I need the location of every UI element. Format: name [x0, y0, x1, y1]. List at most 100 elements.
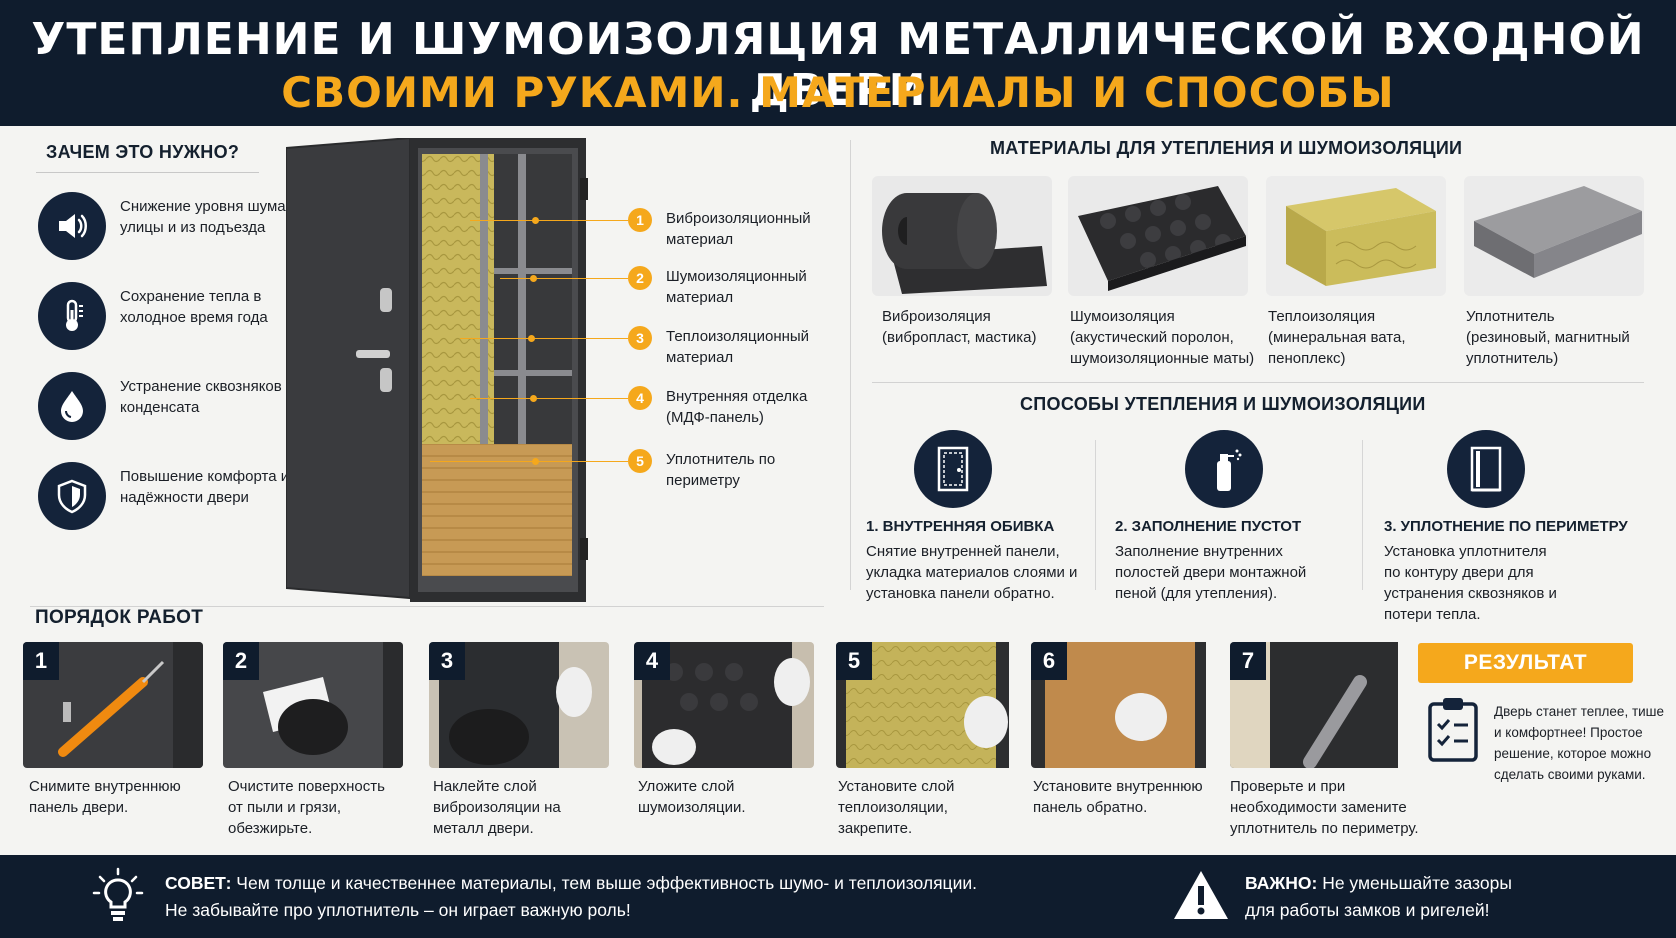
page-subtitle: СВОИМИ РУКАМИ. МАТЕРИАЛЫ И СПОСОБЫ [281, 68, 1395, 117]
step-text-7: Проверьте и при необходимости замените у… [1230, 778, 1419, 837]
warning-text: ВАЖНО: Не уменьшайте зазоры для работы з… [1245, 870, 1512, 924]
result-badge: РЕЗУЛЬТАТ [1418, 643, 1633, 683]
step-number: 4 [634, 642, 670, 680]
callout-line [470, 220, 628, 221]
material-image-vibro [872, 176, 1052, 296]
step-image-5: 5 [836, 642, 1016, 768]
material-image-heat [1266, 176, 1446, 296]
material-detail: (вибропласт, мастика) [882, 329, 1037, 346]
foam-can-icon [1185, 430, 1263, 508]
divider [36, 172, 259, 173]
callout-dot [530, 395, 537, 402]
divider [1362, 440, 1363, 590]
page-header: УТЕПЛЕНИЕ И ШУМОИЗОЛЯЦИЯ МЕТАЛЛИЧЕСКОЙ В… [0, 0, 1676, 126]
callout-dot [532, 458, 539, 465]
step-image-3: 3 [429, 642, 609, 768]
layer-number: 2 [628, 266, 652, 290]
callout-dot [528, 335, 535, 342]
result-text: Дверь станет теплее, тише и комфортнее! … [1494, 704, 1665, 782]
why-text: Повышение комфорта и надёжности двери [120, 468, 290, 506]
tip-line: Не забывайте про уплотнитель – он играет… [165, 900, 631, 920]
water-drop-icon [38, 372, 106, 440]
layer-number: 3 [628, 326, 652, 350]
warning-icon [1172, 869, 1230, 926]
step-text-1: Снимите внутреннюю панель двери. [29, 778, 181, 816]
step-text-5: Установите слой теплоизоляции, закрепите… [838, 778, 955, 837]
step-number: 7 [1230, 642, 1266, 680]
tip-line: Чем толще и качественнее материалы, тем … [236, 873, 977, 893]
why-text: Снижение уровня шума с улицы и из подъез… [120, 198, 298, 236]
method-text: Установка уплотнителя по контуру двери д… [1384, 543, 1557, 623]
why-item-draft: Устранение сквозняков и конденсата [38, 372, 298, 442]
warning-line: для работы замков и ригелей! [1245, 900, 1490, 920]
why-item-comfort: Повышение комфорта и надёжности двери [38, 462, 298, 532]
why-title: ЗАЧЕМ ЭТО НУЖНО? [46, 142, 240, 162]
warning-label: ВАЖНО: [1245, 873, 1318, 893]
divider [1095, 440, 1096, 590]
step-image-4: 4 [634, 642, 814, 768]
material-label-vibro: Виброизоляция(вибропласт, мастика) [882, 306, 1082, 348]
method-text: Заполнение внутренних полостей двери мон… [1115, 543, 1307, 602]
warning-line: Не уменьшайте зазоры [1322, 873, 1512, 893]
callout-line [470, 398, 628, 399]
material-name: Теплоизоляция [1268, 308, 1376, 325]
material-label-heat: Теплоизоляция (минеральная вата, пеноплек… [1268, 306, 1418, 369]
layer-text: Теплоизоляционный материал [666, 328, 810, 366]
speaker-icon [38, 192, 106, 260]
divider [872, 382, 1644, 383]
tip-text: СОВЕТ: Чем толще и качественнее материал… [165, 870, 977, 924]
step-text-4: Уложите слой шумоизоляции. [638, 778, 746, 816]
step-text-2: Очистите поверхность от пыли и грязи, об… [228, 778, 385, 837]
shield-icon [38, 462, 106, 530]
lightbulb-icon [92, 867, 144, 930]
step-number: 3 [429, 642, 465, 680]
callout-line [500, 278, 628, 279]
material-image-noise [1068, 176, 1248, 296]
thermometer-icon [38, 282, 106, 350]
step-text-6: Установите внутреннюю панель обратно. [1033, 778, 1203, 816]
step-number: 6 [1031, 642, 1067, 680]
footer: СОВЕТ: Чем толще и качественнее материал… [0, 855, 1676, 938]
method-title: 1. ВНУТРЕННЯЯ ОБИВКА [866, 518, 1055, 535]
callout-dot [530, 275, 537, 282]
material-name: Шумоизоляция [1070, 308, 1175, 325]
callout-line [430, 461, 628, 462]
material-detail: (резиновый, магнитный уплотнитель) [1466, 329, 1630, 367]
material-detail: (акустический поролон, шумоизоляционные … [1070, 329, 1255, 367]
step-number: 5 [836, 642, 872, 680]
why-text: Устранение сквозняков и конденсата [120, 378, 295, 416]
steps-title: ПОРЯДОК РАБОТ [35, 607, 204, 628]
layer-number: 1 [628, 208, 652, 232]
material-label-noise: Шумоизоляция (акустический поролон, шумои… [1070, 306, 1270, 369]
step-number: 1 [23, 642, 59, 680]
method-title: 2. ЗАПОЛНЕНИЕ ПУСТОТ [1115, 518, 1302, 535]
methods-title: СПОСОБЫ УТЕПЛЕНИЯ И ШУМОИЗОЛЯЦИИ [1020, 394, 1426, 414]
door-seal-icon [1447, 430, 1525, 508]
materials-title: МАТЕРИАЛЫ ДЛЯ УТЕПЛЕНИЯ И ШУМОИЗОЛЯЦИИ [990, 138, 1463, 158]
door-illustration [285, 136, 616, 608]
material-label-seal: Уплотнитель (резиновый, магнитный уплотни… [1466, 306, 1646, 369]
material-image-seal [1464, 176, 1644, 296]
layer-number: 5 [628, 449, 652, 473]
layer-text: Шумоизоляционный материал [666, 268, 807, 306]
layer-text: Виброизоляционный материал [666, 210, 811, 248]
layer-text: Уплотнитель по периметру [666, 451, 776, 489]
layer-number: 4 [628, 386, 652, 410]
step-image-2: 2 [223, 642, 403, 768]
method-text: Снятие внутренней панели, укладка матери… [866, 543, 1078, 602]
material-name: Уплотнитель [1466, 308, 1555, 325]
material-detail: (минеральная вата, пеноплекс) [1268, 329, 1406, 367]
step-image-7: 7 [1230, 642, 1410, 768]
step-image-6: 6 [1031, 642, 1211, 768]
door-panel-icon [914, 430, 992, 508]
callout-dot [532, 217, 539, 224]
why-item-heat: Сохранение тепла в холодное время года [38, 282, 298, 352]
layer-text: Внутренняя отделка (МДФ-панель) [666, 388, 808, 426]
why-text: Сохранение тепла в холодное время года [120, 288, 268, 326]
why-item-noise: Снижение уровня шума с улицы и из подъез… [38, 192, 298, 262]
tip-label: СОВЕТ: [165, 873, 232, 893]
page-title: УТЕПЛЕНИЕ И ШУМОИЗОЛЯЦИЯ МЕТАЛЛИЧЕСКОЙ В… [31, 14, 1645, 116]
clipboard-checklist-icon [1426, 694, 1480, 769]
step-image-1: 1 [23, 642, 203, 768]
callout-line [460, 338, 628, 339]
